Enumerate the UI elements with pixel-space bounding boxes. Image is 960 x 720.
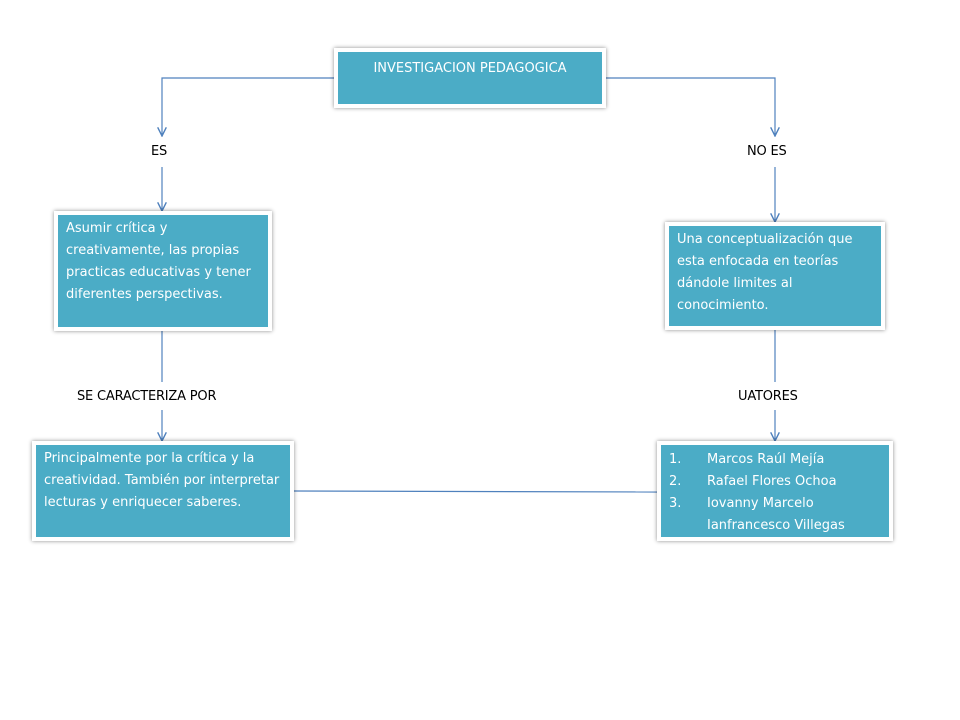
- no-es-description-text: Una conceptualización que esta enfocada …: [677, 232, 853, 313]
- author-item: 3. Iovanny Marcelo Ianfrancesco Villegas: [669, 493, 881, 537]
- author-name: Marcos Raúl Mejía: [707, 452, 825, 467]
- label-no-es: NO ES: [747, 144, 787, 159]
- connector-root-to-es: [162, 77, 334, 136]
- author-item: 1. Marcos Raúl Mejía: [669, 449, 881, 471]
- no-es-description-box: Una conceptualización que esta enfocada …: [665, 222, 885, 330]
- label-se-caracteriza-por: SE CARACTERIZA POR: [77, 389, 217, 404]
- author-name: Rafael Flores Ochoa: [707, 474, 837, 489]
- author-name: Iovanny Marcelo Ianfrancesco Villegas: [707, 496, 845, 533]
- caracteriza-description-box: Principalmente por la crítica y la creat…: [32, 441, 294, 541]
- label-es: ES: [151, 144, 168, 159]
- author-item: 2. Rafael Flores Ochoa: [669, 471, 881, 493]
- authors-list-box: 1. Marcos Raúl Mejía 2. Rafael Flores Oc…: [657, 441, 893, 541]
- es-description-box: Asumir crítica y creativamente, las prop…: [54, 211, 272, 331]
- connector-bottom-link: [293, 490, 658, 493]
- author-number: 1.: [669, 452, 682, 467]
- label-autores: UATORES: [738, 389, 798, 404]
- root-node-box: INVESTIGACION PEDAGOGICA: [334, 48, 606, 108]
- author-number: 2.: [669, 474, 682, 489]
- author-number: 3.: [669, 496, 682, 511]
- authors-list: 1. Marcos Raúl Mejía 2. Rafael Flores Oc…: [661, 445, 889, 537]
- es-description-text: Asumir crítica y creativamente, las prop…: [66, 221, 251, 302]
- caracteriza-description-text: Principalmente por la crítica y la creat…: [44, 451, 280, 510]
- connector-root-to-noes: [606, 77, 775, 136]
- root-node-title: INVESTIGACION PEDAGOGICA: [373, 61, 567, 76]
